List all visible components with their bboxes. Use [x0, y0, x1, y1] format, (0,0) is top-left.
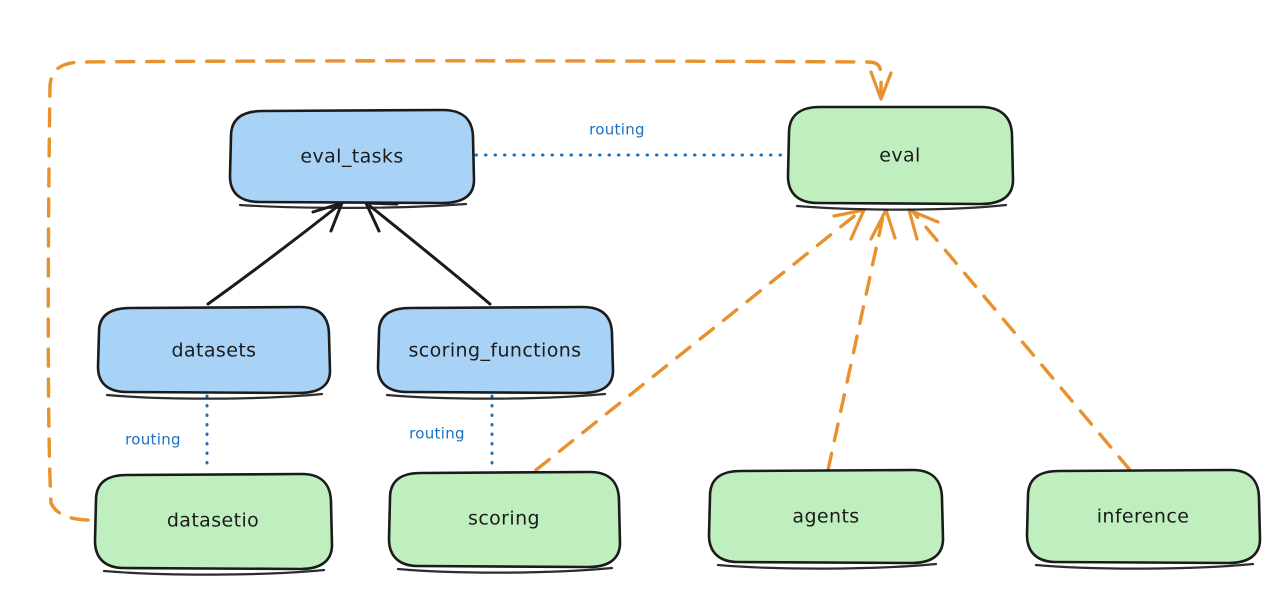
node-layer: eval_tasks eval datasets scoring_functio… [93, 105, 1262, 576]
node-datasetio[interactable]: datasetio [93, 472, 334, 576]
edge-inference-to-eval [907, 208, 1132, 472]
edge-scoring-functions-to-scoring: routing [409, 394, 494, 472]
edge-label-routing-datasetio: routing [125, 431, 181, 449]
node-label-eval: eval [879, 145, 920, 167]
edge-eval-tasks-to-eval: routing [474, 121, 786, 157]
node-label-scoring-functions: scoring_functions [409, 340, 582, 362]
node-agents[interactable]: agents [707, 468, 945, 570]
node-inference[interactable]: inference [1025, 468, 1262, 570]
node-scoring[interactable]: scoring [387, 470, 622, 574]
edge-label-routing-scoring: routing [409, 425, 465, 443]
node-label-eval-tasks: eval_tasks [300, 146, 403, 168]
node-label-datasets: datasets [172, 340, 257, 362]
node-datasets[interactable]: datasets [96, 305, 332, 400]
arrowhead-eval-top [869, 70, 893, 101]
edge-label-routing-eval: routing [589, 121, 645, 139]
node-label-datasetio: datasetio [167, 510, 259, 532]
node-eval-tasks[interactable]: eval_tasks [228, 108, 476, 209]
edge-eval-to-datasetio [46, 59, 893, 522]
edge-agents-to-eval [826, 208, 897, 472]
node-eval[interactable]: eval [786, 105, 1015, 211]
node-label-inference: inference [1097, 506, 1190, 528]
node-scoring-functions[interactable]: scoring_functions [376, 305, 615, 400]
edge-datasets-to-datasetio: routing [125, 394, 209, 474]
node-label-agents: agents [792, 506, 859, 528]
node-label-scoring: scoring [468, 508, 540, 530]
edge-datasets-to-eval-tasks [206, 201, 344, 306]
edge-scoring-functions-to-eval-tasks [364, 201, 492, 306]
arrowhead-eval-from-scoring [832, 208, 866, 241]
